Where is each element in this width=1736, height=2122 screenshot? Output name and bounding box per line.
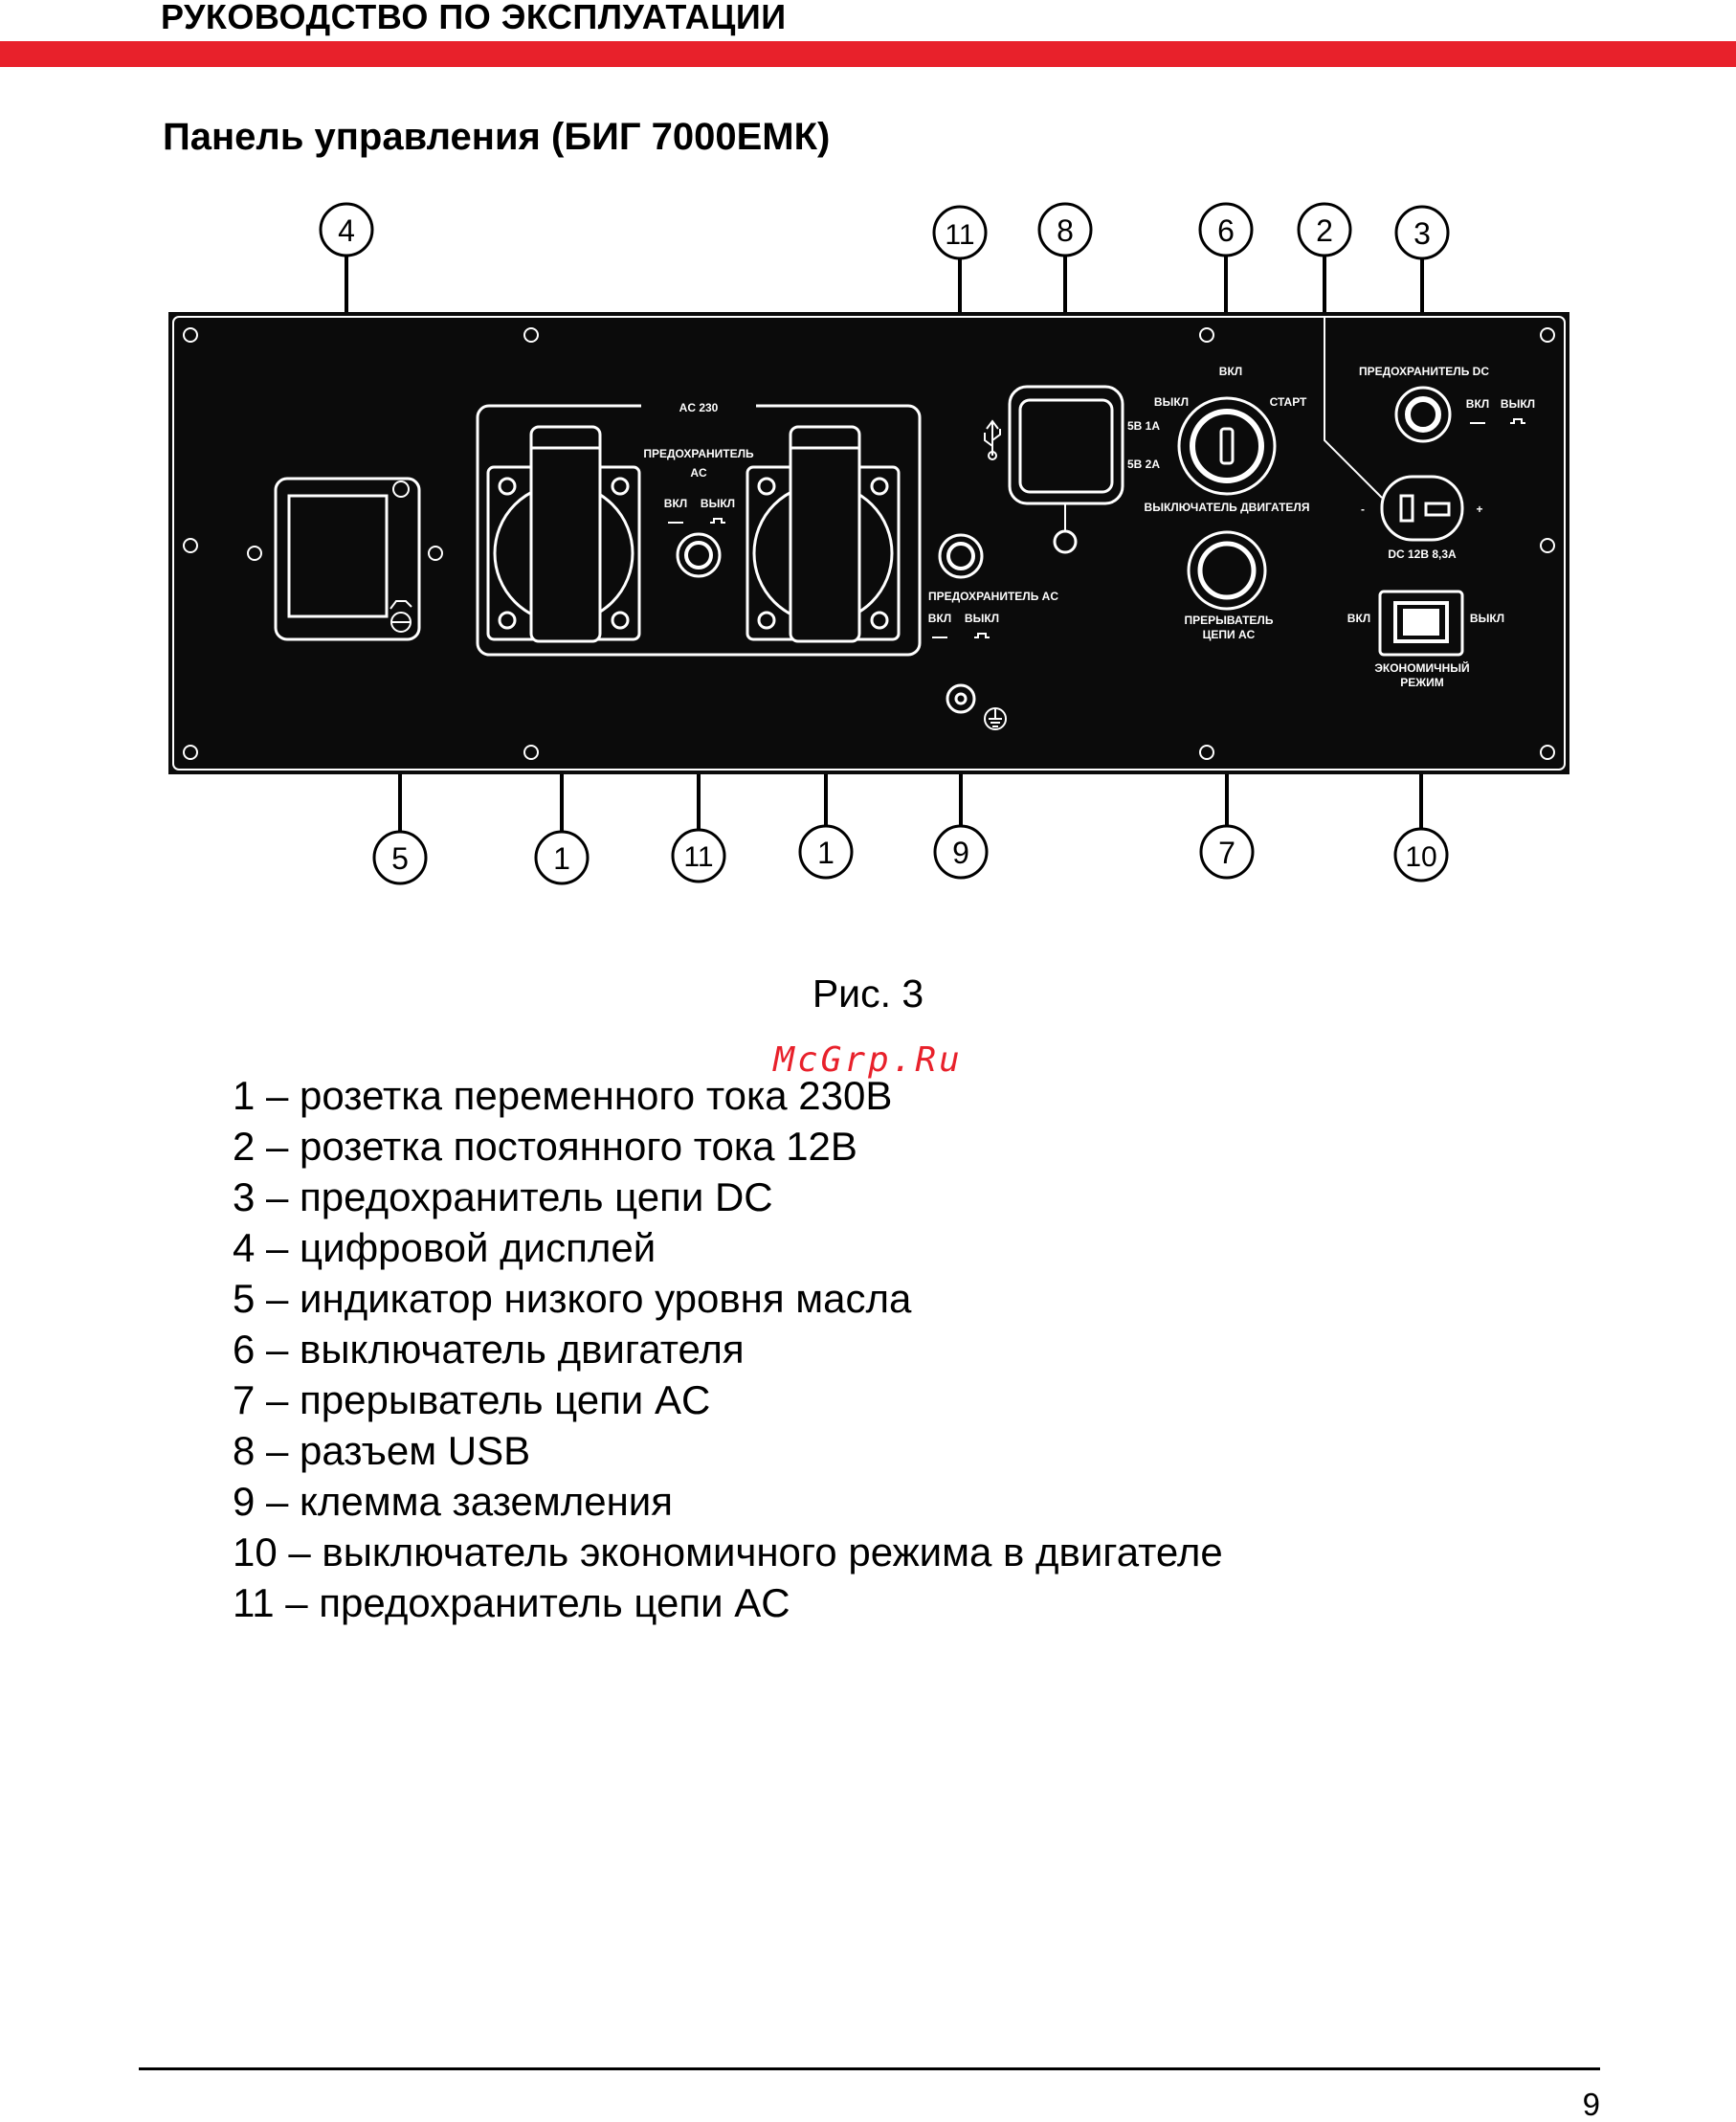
legend-item: 6 – выключатель двигателя: [233, 1327, 745, 1372]
fuse-ac-label-1: ПРЕДОХРАНИТЕЛЬ: [643, 447, 754, 460]
svg-text:11: 11: [945, 219, 974, 251]
svg-text:9: 9: [952, 836, 969, 870]
fuse-dc: [1394, 386, 1452, 443]
legend-item: 5 – индикатор низкого уровня масла: [233, 1276, 912, 1321]
legend-item: 4 – цифровой дисплей: [233, 1225, 657, 1270]
callout-4: 4: [319, 202, 374, 257]
fuse-dc-vykl: ВЫКЛ: [1501, 397, 1535, 411]
dc-rating: DC 12В 8,3А: [1388, 547, 1457, 561]
eco-mode-switch: [1378, 590, 1464, 657]
dc-socket: [1380, 475, 1464, 542]
figure-caption: Рис. 3: [812, 972, 924, 1016]
ac-outlet-left: [486, 425, 641, 643]
oil-indicator-icon: [389, 480, 412, 633]
callout-6: 6: [1198, 202, 1254, 257]
panel-body: [168, 312, 1569, 774]
svg-text:1: 1: [817, 836, 835, 870]
fuse-ac-left-vykl: ВЫКЛ: [965, 612, 999, 625]
header-title: РУКОВОДСТВО ПО ЭКСПЛУАТАЦИИ: [161, 0, 787, 36]
fuse-ac-center: [676, 532, 722, 578]
svg-text:2: 2: [1316, 213, 1333, 248]
header-red-bar: [0, 41, 1736, 67]
engine-vykl: ВЫКЛ: [1154, 395, 1189, 409]
leader-lines: [345, 255, 1424, 833]
legend-item: 10 – выключатель экономичного режима в д…: [233, 1530, 1223, 1575]
digital-display: [247, 477, 443, 641]
engine-switch-label: ВЫКЛЮЧАТЕЛЬ ДВИГАТЕЛЯ: [1145, 501, 1310, 514]
fuse-ac-vykl: ВЫКЛ: [701, 497, 735, 510]
legend-item: 3 – предохранитель цепи DC: [233, 1174, 773, 1219]
legend-item: 9 – клемма заземления: [233, 1479, 673, 1524]
fuse-ac-left-label: ПРЕДОХРАНИТЕЛЬ AC: [928, 590, 1058, 603]
svg-text:10: 10: [1405, 841, 1436, 873]
callout-10: 10: [1393, 827, 1449, 882]
watermark: McGrp.Ru: [773, 1040, 963, 1080]
legend-item: 8 – разъем USB: [233, 1428, 531, 1473]
svg-text:6: 6: [1217, 213, 1235, 248]
usb-5v-2a: 5В 2А: [1127, 458, 1160, 471]
screw-holes: [183, 327, 1555, 760]
page-number: 9: [1582, 2087, 1600, 2122]
usb-5v-1a: 5В 1А: [1127, 419, 1160, 433]
fuse-ac-label-2: AC: [690, 466, 707, 480]
callout-8: 8: [1037, 202, 1093, 257]
fuse-ac-left-vkl: ВКЛ: [928, 612, 951, 625]
eco-vykl: ВЫКЛ: [1470, 612, 1504, 625]
callout-7: 7: [1199, 824, 1255, 880]
fuse-dc-vkl: ВКЛ: [1466, 397, 1489, 411]
callout-2: 2: [1297, 202, 1352, 257]
dc-plus: +: [1476, 503, 1482, 516]
dc-minus: -: [1361, 503, 1365, 516]
callout-11-top: 11: [932, 205, 988, 260]
ground-symbol-icon: [984, 707, 1007, 730]
legend-item: 2 – розетка постоянного тока 12В: [233, 1124, 857, 1169]
usb-icon: [984, 419, 1001, 460]
ac230-label: AC 230: [679, 401, 719, 414]
callouts-top: 4 11 8 6 2 3: [319, 202, 1450, 260]
callout-9: 9: [933, 824, 989, 880]
engine-key-switch: [1177, 396, 1277, 496]
fuse-dc-label: ПРЕДОХРАНИТЕЛЬ DC: [1359, 365, 1489, 378]
engine-vkl: ВКЛ: [1219, 365, 1242, 378]
eco-label-1: ЭКОНОМИЧНЫЙ: [1374, 660, 1469, 675]
usb-port: [1008, 385, 1124, 554]
ac-breaker-label-1: ПРЕРЫВАТЕЛЬ: [1185, 614, 1274, 627]
legend-item: 7 – прерыватель цепи AC: [233, 1377, 711, 1422]
svg-text:8: 8: [1057, 213, 1074, 248]
legend-item: 1 – розетка переменного тока 230В: [233, 1073, 893, 1118]
eco-label-2: РЕЖИМ: [1400, 676, 1443, 689]
callout-11-bottom: 11: [671, 828, 726, 883]
callout-1-left: 1: [534, 830, 590, 885]
svg-text:5: 5: [391, 841, 409, 876]
engine-start: СТАРТ: [1270, 395, 1307, 409]
svg-text:7: 7: [1218, 836, 1235, 870]
svg-text:3: 3: [1413, 216, 1431, 251]
footer-rule: [139, 2067, 1600, 2070]
svg-text:4: 4: [338, 213, 355, 248]
ac-breaker: [1187, 530, 1267, 611]
eco-vkl: ВКЛ: [1347, 612, 1370, 625]
section-title: Панель управления (БИГ 7000ЕМК): [163, 116, 831, 158]
ground-terminal: [946, 683, 976, 714]
svg-text:11: 11: [683, 841, 713, 873]
callouts-bottom: 5 1 11 1 9 7 10: [372, 824, 1449, 885]
fuse-ac-left: [938, 533, 984, 579]
svg-text:1: 1: [553, 841, 570, 876]
control-panel-figure: AC 230 ПРЕДОХРАНИТЕЛЬ AC ВКЛ ВЫКЛ ПРЕДОХ…: [168, 202, 1569, 885]
ac-outlet-right: [746, 425, 901, 643]
legend-list: 1 – розетка переменного тока 230В 2 – ро…: [233, 1070, 1223, 1628]
ac-breaker-label-2: ЦЕПИ AC: [1203, 628, 1256, 641]
callout-1-right: 1: [798, 824, 854, 880]
callout-3: 3: [1394, 205, 1450, 260]
callout-5: 5: [372, 830, 428, 885]
legend-item: 11 – предохранитель цепи AC: [233, 1580, 790, 1625]
fuse-ac-vkl: ВКЛ: [664, 497, 687, 510]
